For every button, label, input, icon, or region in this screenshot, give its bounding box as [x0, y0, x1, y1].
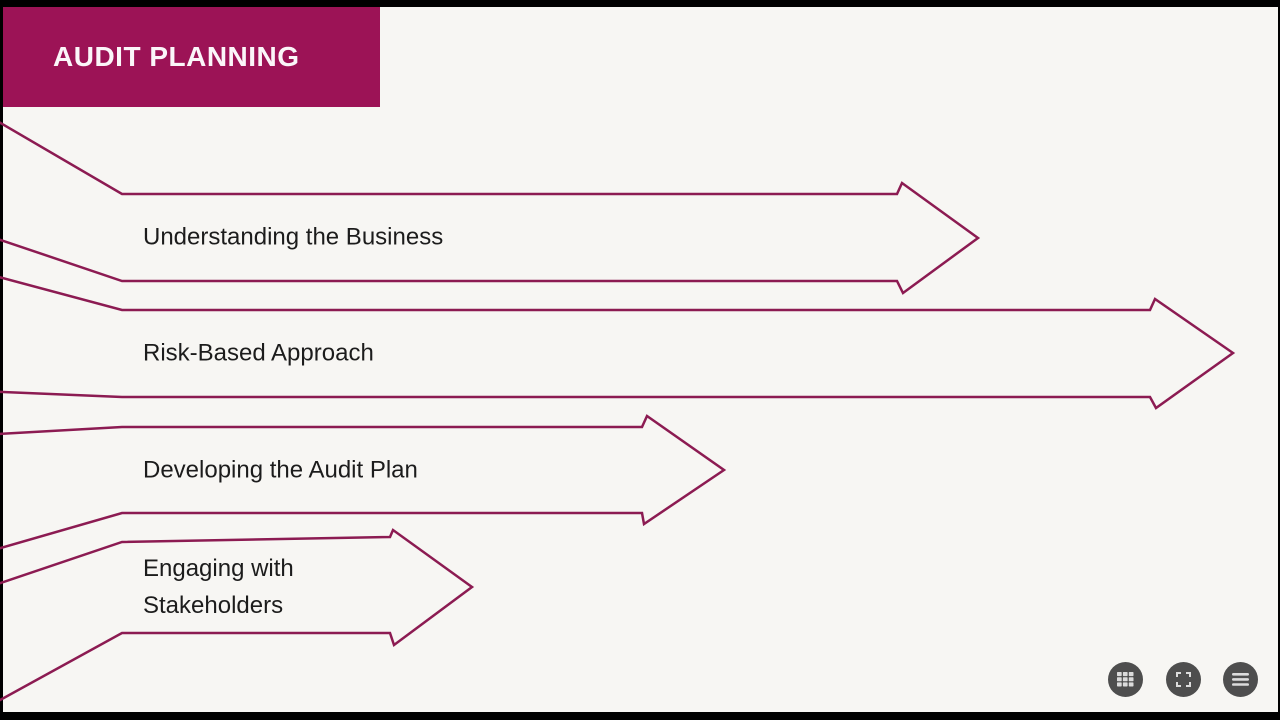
menu-icon [1232, 673, 1249, 686]
grid-view-button[interactable] [1108, 662, 1143, 697]
step-label-1: Understanding the Business [143, 223, 444, 251]
step-label-4: Engaging with Stakeholders [143, 555, 294, 619]
page-title: AUDIT PLANNING [53, 41, 300, 72]
step-label-2: Risk-Based Approach [143, 339, 374, 367]
menu-button[interactable] [1223, 662, 1258, 697]
grid-icon [1117, 672, 1134, 687]
fullscreen-button[interactable] [1166, 662, 1201, 697]
step-label-3: Developing the Audit Plan [143, 456, 418, 484]
slide-title-banner: AUDIT PLANNING [3, 7, 380, 107]
fullscreen-icon [1176, 672, 1191, 687]
